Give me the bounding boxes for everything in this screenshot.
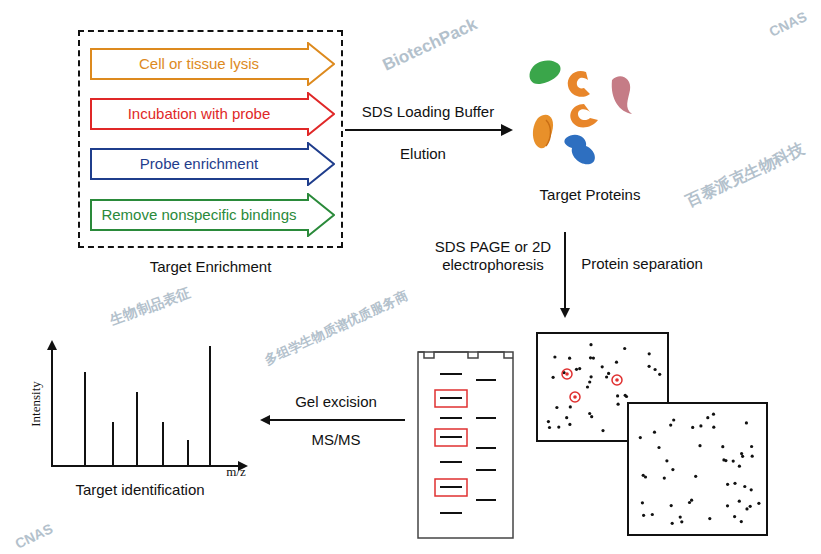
proteins-caption: Target Proteins bbox=[515, 186, 665, 204]
step-arrow: Incubation with probe bbox=[90, 92, 335, 136]
flow-arrow bbox=[262, 419, 405, 421]
axis-label: Intensity bbox=[27, 381, 45, 427]
step-note: SDS PAGE or 2D electrophoresis bbox=[427, 238, 559, 274]
two-d-gel bbox=[537, 333, 767, 535]
group-heading: Target Enrichment bbox=[78, 258, 343, 276]
step-label: Incubation with probe bbox=[90, 105, 308, 123]
step-arrow: Cell or tissue lysis bbox=[90, 42, 335, 86]
step-label: Cell or tissue lysis bbox=[90, 55, 308, 73]
step-arrow: Probe enrichment bbox=[90, 142, 335, 186]
step-note: Protein separation bbox=[581, 255, 703, 273]
spectrum-caption-box: Target identification bbox=[40, 478, 240, 502]
edge-label: SDS Loading Buffer bbox=[362, 103, 494, 121]
flow-connector bbox=[345, 129, 511, 131]
watermark: CNAS bbox=[12, 519, 56, 552]
edge-label: Elution bbox=[400, 145, 446, 163]
step-arrow: Remove nonspecific bindings bbox=[90, 193, 335, 237]
watermark: 百泰派克生物科技 bbox=[683, 140, 807, 210]
protein-blobs bbox=[529, 61, 632, 165]
watermark: 生物制品表征 bbox=[107, 283, 192, 329]
result-caption: Target identification bbox=[40, 481, 240, 499]
edge-label: Gel excision bbox=[295, 393, 377, 411]
mass-spectrum bbox=[51, 342, 246, 466]
step-label: Remove nonspecific bindings bbox=[90, 206, 308, 224]
protein-group: Target Proteins bbox=[515, 48, 665, 214]
sds-page-gel bbox=[418, 352, 513, 538]
watermark: BiotechPack bbox=[380, 15, 480, 74]
flow-arrow bbox=[564, 232, 566, 316]
watermark: CNAS bbox=[766, 7, 810, 40]
axis-label: m/z bbox=[226, 463, 246, 481]
step-label: Probe enrichment bbox=[90, 155, 308, 173]
enrichment-group: Target Enrichment Cell or tissue lysisInc… bbox=[78, 30, 343, 282]
edge-label: MS/MS bbox=[311, 431, 360, 449]
watermark: 多组学生物质谱优质服务商 bbox=[262, 287, 411, 369]
